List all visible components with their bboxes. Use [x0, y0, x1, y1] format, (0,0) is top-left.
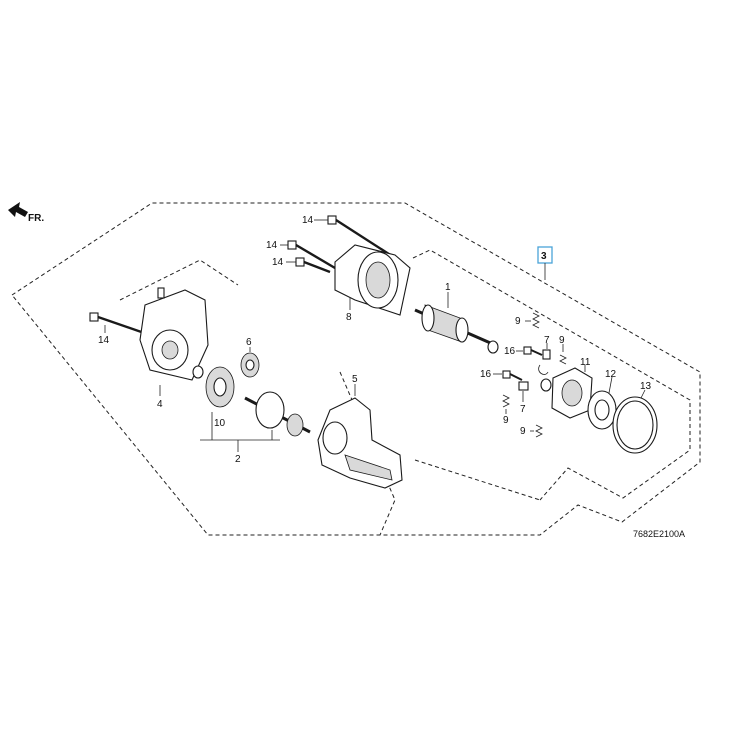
- callout-14-left[interactable]: 14: [98, 335, 110, 346]
- callout-14-middle[interactable]: 14: [266, 240, 278, 251]
- gear-washer: [192, 365, 204, 379]
- armature-1: [414, 304, 496, 347]
- callout-3[interactable]: 3: [541, 251, 547, 262]
- callout-8[interactable]: 8: [346, 312, 352, 323]
- pinion-shaft-10: [244, 391, 311, 437]
- callout-2[interactable]: 2: [235, 454, 241, 465]
- callout-5[interactable]: 5: [352, 374, 358, 385]
- callout-14-lower[interactable]: 14: [272, 257, 284, 268]
- spring-9-top: [532, 312, 540, 329]
- front-label: FR.: [28, 213, 44, 224]
- clutch-gear-10: [205, 366, 235, 408]
- spring-9-left: [502, 394, 510, 408]
- leader-10: [200, 412, 280, 441]
- screw-16-upper: [523, 346, 543, 356]
- brush-7-upper: [538, 349, 551, 375]
- callout-11[interactable]: 11: [580, 357, 591, 368]
- screw-16-lower: [502, 370, 523, 381]
- callout-16-upper[interactable]: 16: [504, 346, 516, 357]
- callout-9-left[interactable]: 9: [503, 415, 509, 426]
- spring-9-bottom: [535, 424, 543, 438]
- bolt-14-top: [314, 215, 396, 260]
- brush-7-lower: [518, 381, 529, 391]
- o-ring-13: [612, 396, 658, 454]
- callout-9-top[interactable]: 9: [515, 316, 521, 327]
- callout-7-lower[interactable]: 7: [520, 404, 526, 415]
- spring-9-right: [559, 354, 567, 365]
- callout-16-lower[interactable]: 16: [480, 369, 492, 380]
- callout-10[interactable]: 10: [214, 418, 226, 429]
- outer-group-border: [11, 202, 701, 536]
- bolt-14-middle: [280, 240, 336, 270]
- brush-holder-11: [540, 367, 593, 419]
- solenoid-housing-5: [317, 397, 403, 489]
- callout-9-right[interactable]: 9: [559, 335, 565, 346]
- yoke-housing-8: [334, 244, 411, 316]
- idle-gear-6: [240, 352, 260, 378]
- front-arrow-icon: [8, 202, 28, 217]
- callout-7-upper[interactable]: 7: [544, 335, 550, 346]
- inner-group-border-right: [412, 249, 691, 501]
- gear-housing-4: [139, 287, 209, 381]
- callout-6[interactable]: 6: [246, 337, 252, 348]
- armature-washer: [487, 340, 499, 354]
- bolt-14-lower: [286, 257, 331, 274]
- brush-plate-12: [587, 390, 617, 430]
- callout-9-bottom[interactable]: 9: [520, 426, 526, 437]
- diagram-code: 7682E2100A: [633, 529, 685, 539]
- callout-13[interactable]: 13: [640, 381, 652, 392]
- callout-1[interactable]: 1: [445, 282, 451, 293]
- callout-14-top[interactable]: 14: [302, 215, 314, 226]
- callout-12[interactable]: 12: [605, 369, 617, 380]
- callout-4[interactable]: 4: [157, 399, 163, 410]
- inner-group-border-left: [119, 259, 396, 536]
